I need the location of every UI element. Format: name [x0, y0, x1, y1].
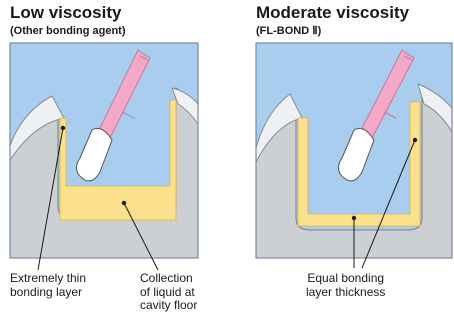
right-leader-floor-dot	[352, 216, 356, 220]
left-panel-subtitle: (Other bonding agent)	[10, 25, 125, 37]
left-leader-collection-dot	[122, 201, 126, 205]
callout-thin-bonding-layer: Extremely thin bonding layer	[10, 272, 86, 299]
callout-equal-layer-thickness: Equal bonding layer thickness	[306, 272, 385, 299]
left-panel-title: Low viscosity	[10, 4, 121, 22]
right-panel-title: Moderate viscosity	[256, 4, 409, 22]
left-panel-diagram	[10, 43, 198, 258]
left-leader-thin-layer-dot	[61, 126, 65, 130]
callout-collection-of-liquid: Collection of liquid at cavity floor	[140, 272, 197, 313]
right-panel-subtitle: (FL-BOND Ⅱ)	[256, 25, 321, 37]
right-leader-wall-dot	[413, 138, 417, 142]
